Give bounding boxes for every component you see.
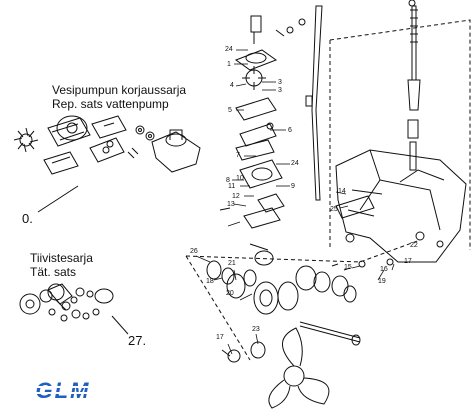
- callout-label: 17: [216, 334, 224, 341]
- propshaft-gears: [206, 243, 394, 346]
- gasket-plate-icon: [91, 115, 127, 139]
- callout-label: 14: [338, 188, 346, 195]
- callout-label: 6: [288, 127, 292, 134]
- glm-logo: GLM: [18, 378, 108, 404]
- callout-label: 9: [291, 183, 295, 190]
- callout-label: 25: [330, 206, 338, 213]
- gasket-kit-parts: [19, 283, 114, 322]
- callout-label: 23: [252, 326, 260, 333]
- callout-label: 5: [228, 107, 232, 114]
- callout-label: 17: [404, 258, 412, 265]
- pump-base-icon: [151, 131, 201, 173]
- water-pump-kit-title-fi: Vesipumpun korjaussarja: [52, 83, 187, 97]
- callout-label: 24: [291, 160, 299, 167]
- gasket-kit-number: 27.: [128, 333, 147, 348]
- callout-label: 21: [228, 260, 236, 267]
- callout-label: 11: [228, 183, 236, 190]
- wear-plate-icon: [89, 137, 125, 163]
- callout-label: 3: [278, 87, 282, 94]
- logo-stripe: [20, 392, 106, 394]
- water-pump-stack: [219, 15, 313, 229]
- callout-label: 12: [232, 193, 240, 200]
- callout-leaders: [195, 49, 395, 355]
- callout-label: 8: [226, 177, 230, 184]
- callout-label: 3: [278, 79, 282, 86]
- logo-stripe: [20, 386, 106, 388]
- leader-line-kit-27: [111, 315, 129, 335]
- propeller-icon: [221, 327, 330, 409]
- water-pump-kit-number: 0.: [22, 211, 33, 226]
- gearcase-housing: [335, 149, 467, 263]
- callout-label: 7: [236, 152, 240, 159]
- driveshaft-assembly: [311, 0, 421, 201]
- gasket-kit-title-fi: Tiivistesarja: [30, 251, 93, 265]
- glm-logo-text: GLM: [35, 378, 91, 403]
- callout-label: 19: [378, 278, 386, 285]
- gasket-kit-title-sv: Tät. sats: [30, 265, 77, 279]
- leader-line-kit-0: [37, 185, 79, 213]
- callout-label: 13: [227, 201, 235, 208]
- callout-label: 18: [206, 278, 214, 285]
- water-pump-kit-parts: [13, 115, 201, 175]
- callout-label: 22: [410, 242, 418, 249]
- callout-label: 1: [227, 61, 231, 68]
- callout-label: 24: [225, 46, 233, 53]
- callout-label: 10: [236, 175, 244, 182]
- logo-stripe: [20, 398, 106, 400]
- assembly-guide-lines: [185, 19, 471, 361]
- impeller-icon: [13, 127, 39, 153]
- callout-label: 20: [226, 290, 234, 297]
- callout-label: 4: [230, 82, 234, 89]
- callout-label: 15: [344, 264, 352, 271]
- callout-label: 16: [380, 266, 388, 273]
- water-pump-kit-title-sv: Rep. sats vattenpump: [52, 97, 169, 111]
- gasket-ring-icon: [43, 151, 79, 175]
- pump-housing-icon: [56, 115, 88, 141]
- callout-label: 26: [190, 248, 198, 255]
